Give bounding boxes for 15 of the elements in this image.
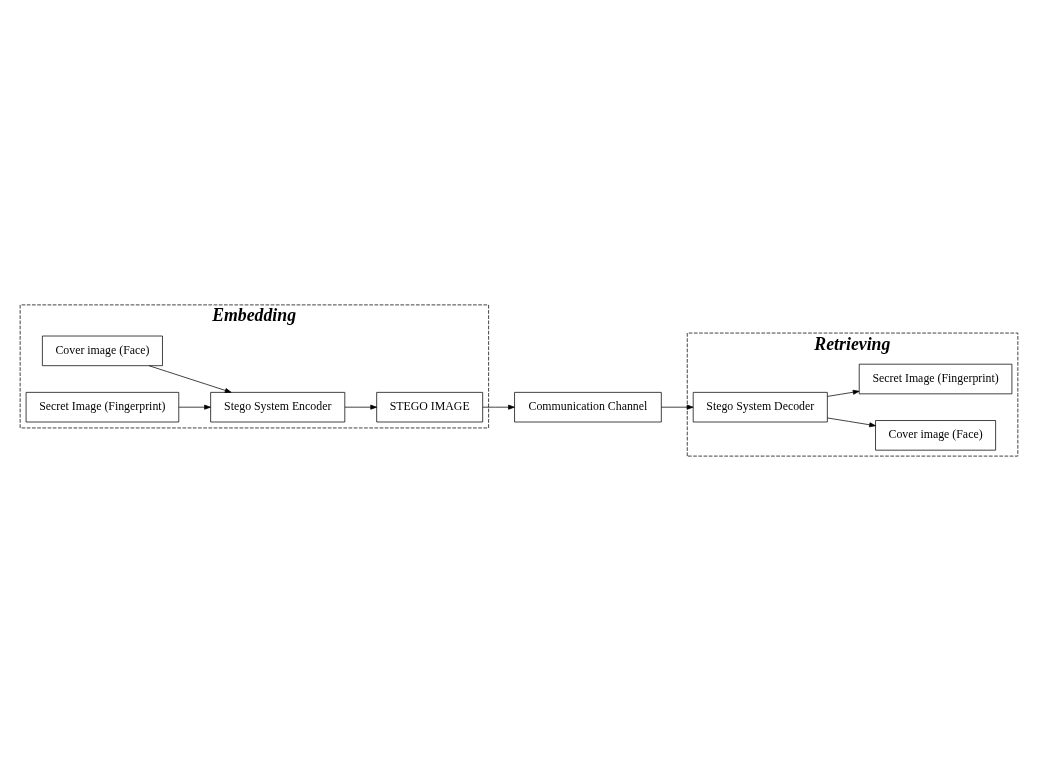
node-box: Communication Channel <box>513 391 662 422</box>
arrow <box>660 404 693 410</box>
arrow <box>826 389 859 397</box>
arrow <box>344 404 377 410</box>
node-box: Cover image (Face) <box>874 419 996 451</box>
node-box: Cover image (Face) <box>41 335 163 366</box>
node-box: Secret Image (Fingerprint) <box>25 391 179 422</box>
node-box: Stego System Encoder <box>209 391 345 422</box>
arrow <box>148 364 231 393</box>
arrow <box>481 404 515 410</box>
node-box: Stego System Decoder <box>692 391 828 422</box>
node-box: Secret Image (Fingerprint) <box>858 363 1012 394</box>
node-box: STEGO IMAGE <box>375 391 483 422</box>
arrow <box>178 404 211 410</box>
arrow <box>826 417 876 427</box>
